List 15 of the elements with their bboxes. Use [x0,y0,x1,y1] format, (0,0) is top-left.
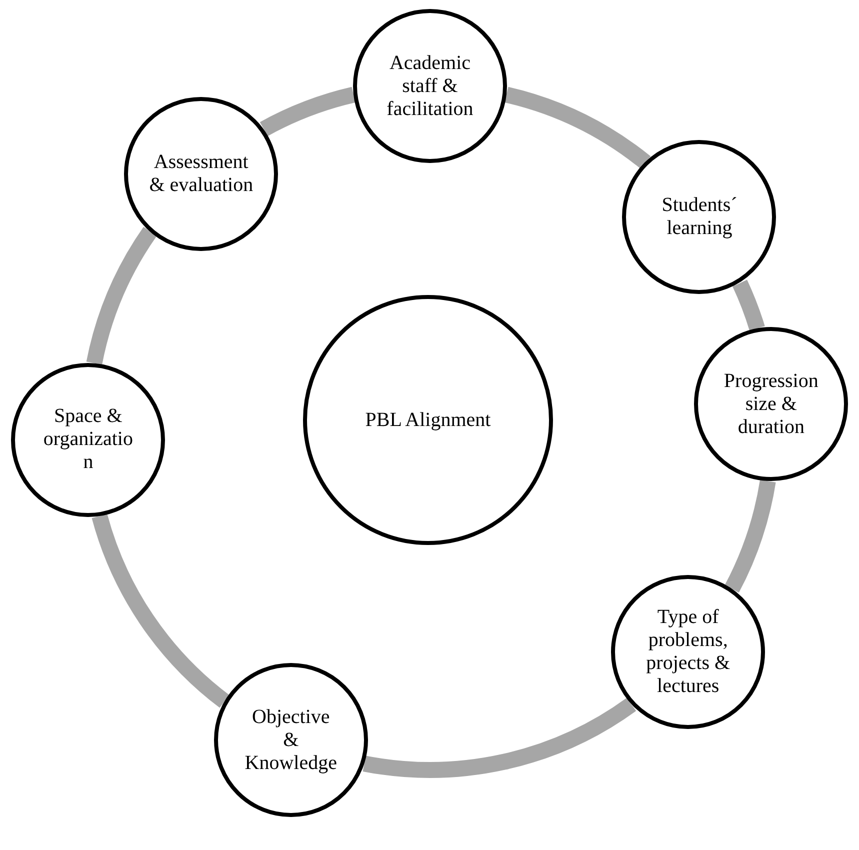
ring-connector [504,87,650,169]
node-label: Type of problems, projects & lectures [645,606,732,698]
ring-connector [732,280,765,331]
ring-connector [724,480,776,592]
ring-connector [260,86,356,136]
ring-connector [363,698,636,778]
node-label: Academic staff & facilitation [386,52,474,120]
node-label: Progression size & duration [722,370,820,439]
node-label: Space & organizatio n [42,405,134,474]
ring-connector [86,227,157,366]
node-label: Assessment & evaluation [148,150,254,197]
ring-connector [92,514,230,708]
node-label: PBL Alignment [364,408,492,432]
node-label: Students´ learning [660,194,738,240]
node-label: Objective & Knowledge [244,706,338,775]
